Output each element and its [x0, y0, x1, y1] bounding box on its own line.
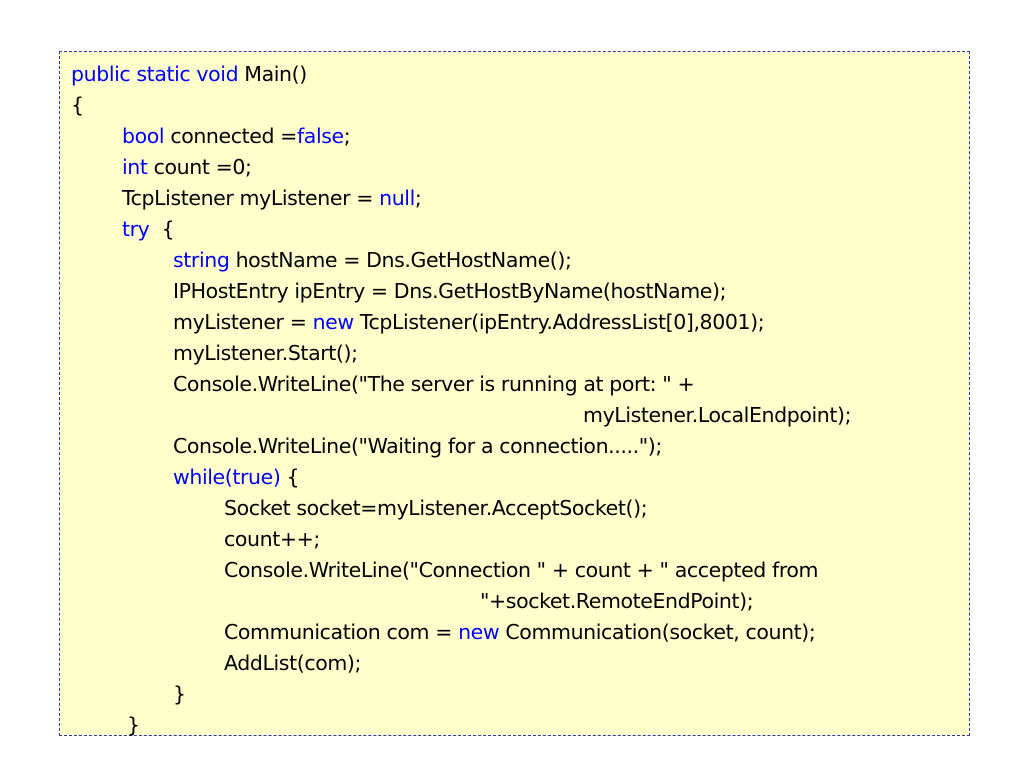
code-line: bool connected =false;: [71, 121, 969, 152]
code-keyword: try: [122, 217, 150, 241]
code-line: int count =0;: [71, 152, 969, 183]
code-snippet-box: public static void Main() { bool connect…: [59, 51, 970, 737]
code-text: }: [173, 682, 186, 706]
code-keyword: new: [458, 620, 500, 644]
code-text: myListener.Start();: [173, 341, 358, 365]
code-keyword: int: [122, 155, 148, 179]
code-text: {: [280, 465, 300, 489]
code-text: Console.WriteLine("Connection " + count …: [224, 558, 819, 582]
code-line: TcpListener myListener = null;: [71, 183, 969, 214]
code-line: "+socket.RemoteEndPoint);: [71, 586, 969, 617]
code-line: string hostName = Dns.GetHostName();: [71, 245, 969, 276]
code-line: myListener.Start();: [71, 338, 969, 369]
code-line: Communication com = new Communication(so…: [71, 617, 969, 648]
code-keyword: while(true): [173, 465, 281, 489]
code-line: Console.WriteLine("The server is running…: [71, 369, 969, 400]
code-text: myListener =: [173, 310, 313, 334]
code-line: Console.WriteLine("Connection " + count …: [71, 555, 969, 586]
code-text: TcpListener myListener =: [122, 186, 380, 210]
code-line: IPHostEntry ipEntry = Dns.GetHostByName(…: [71, 276, 969, 307]
code-text: hostName = Dns.GetHostName();: [229, 248, 572, 272]
code-text: {: [71, 93, 84, 117]
code-text: ;: [343, 124, 351, 148]
code-text: count =0;: [147, 155, 252, 179]
code-text: TcpListener(ipEntry.AddressList[0],8001)…: [353, 310, 765, 334]
code-line: AddList(com);: [71, 648, 969, 679]
code-line: myListener.LocalEndpoint);: [71, 400, 969, 431]
code-text: Main(): [238, 62, 307, 86]
code-line: myListener = new TcpListener(ipEntry.Add…: [71, 307, 969, 338]
code-keyword: string: [173, 248, 230, 272]
code-text: Socket socket=myListener.AcceptSocket();: [224, 496, 648, 520]
code-line: count++;: [71, 524, 969, 555]
code-line: }: [71, 679, 969, 710]
code-text: ;: [414, 186, 422, 210]
code-line: public static void Main(): [71, 59, 969, 90]
code-line: Socket socket=myListener.AcceptSocket();: [71, 493, 969, 524]
code-text: IPHostEntry ipEntry = Dns.GetHostByName(…: [173, 279, 727, 303]
code-text: connected =: [164, 124, 297, 148]
code-line: while(true) {: [71, 462, 969, 493]
code-line: {: [71, 90, 969, 121]
code-text: count++;: [224, 527, 320, 551]
code-text: AddList(com);: [224, 651, 362, 675]
code-keyword: new: [312, 310, 355, 334]
code-line: }: [71, 710, 969, 741]
code-text: Communication com =: [224, 620, 459, 644]
code-text: {: [149, 217, 175, 241]
code-text: Console.WriteLine("Waiting for a connect…: [173, 434, 662, 458]
code-text: "+socket.RemoteEndPoint);: [480, 589, 754, 613]
code-text: Console.WriteLine("The server is running…: [173, 372, 695, 396]
code-text: }: [127, 713, 140, 737]
code-keyword: false: [296, 124, 344, 148]
code-keyword: public static void: [71, 62, 239, 86]
code-text: Communication(socket, count);: [499, 620, 816, 644]
code-line: Console.WriteLine("Waiting for a connect…: [71, 431, 969, 462]
code-keyword: bool: [122, 124, 165, 148]
code-text: myListener.LocalEndpoint);: [583, 403, 852, 427]
code-keyword: null: [379, 186, 415, 210]
code-line: try {: [71, 214, 969, 245]
